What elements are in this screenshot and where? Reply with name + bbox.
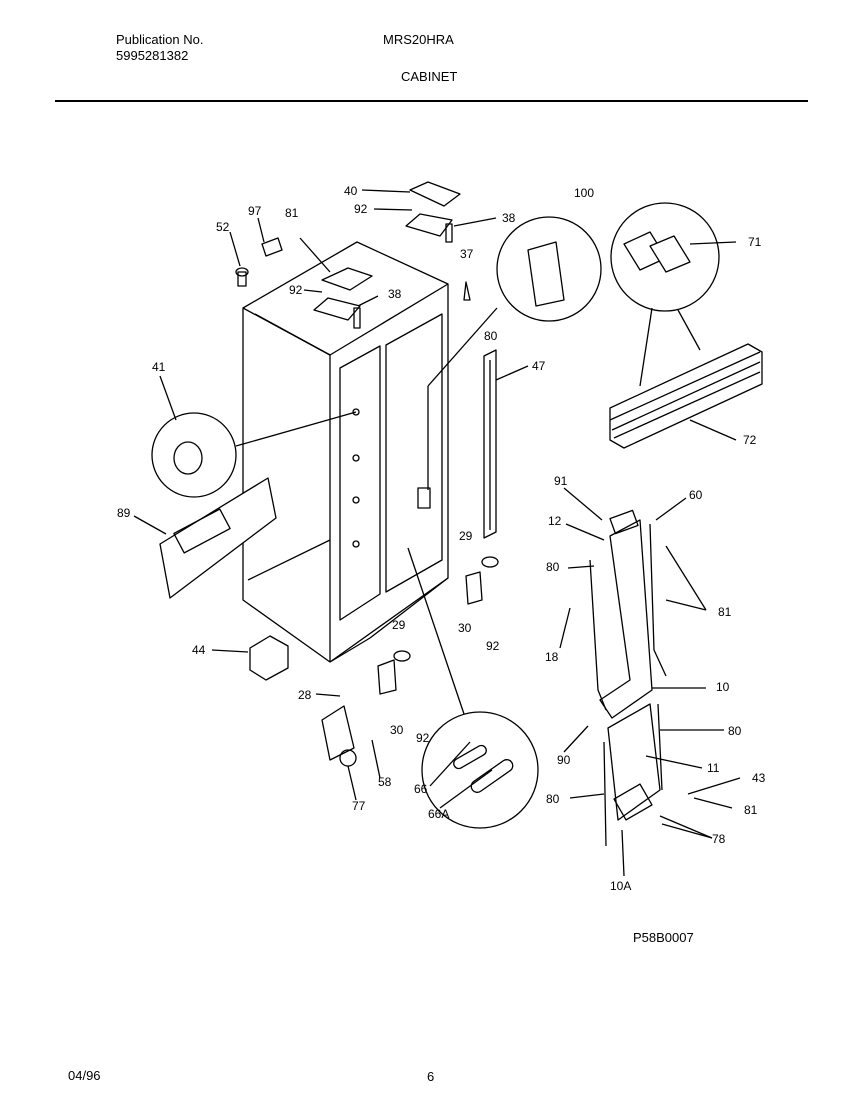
callout-47: 47 — [532, 359, 546, 373]
callout-66: 66 — [414, 782, 428, 796]
callout-60: 60 — [689, 488, 703, 502]
callout-41: 41 — [152, 360, 166, 374]
detail-circle-41 — [151, 412, 237, 498]
callout-10: 10 — [716, 680, 730, 694]
callout-18: 18 — [545, 650, 559, 664]
page-number: 6 — [427, 1069, 435, 1084]
kick-plate — [609, 343, 763, 449]
callout-97: 97 — [248, 204, 262, 218]
callout-10A: 10A — [610, 879, 631, 893]
callout-91: 91 — [554, 474, 568, 488]
callout-58: 58 — [378, 775, 392, 789]
lower-panel — [603, 703, 663, 847]
callout-37: 37 — [460, 247, 474, 261]
hinge-bracket-97 — [261, 237, 283, 257]
callout-11: 11 — [707, 761, 720, 775]
callout-66A: 66A — [428, 807, 449, 821]
callout-38: 38 — [502, 211, 516, 225]
callout-80: 80 — [728, 724, 742, 738]
callout-28: 28 — [298, 688, 312, 702]
callout-92: 92 — [486, 639, 500, 653]
callout-100: 100 — [574, 186, 594, 200]
top-hinge-left — [313, 267, 373, 329]
callout-90: 90 — [557, 753, 571, 767]
header-divider — [55, 100, 808, 102]
callout-92: 92 — [289, 283, 303, 297]
top-hinge-right — [405, 181, 461, 243]
callout-89: 89 — [117, 506, 131, 520]
callout-78: 78 — [712, 832, 726, 846]
callout-30: 30 — [390, 723, 404, 737]
hinge-screw-52 — [235, 267, 249, 287]
publication-label: Publication No. — [116, 32, 204, 47]
figure-code: P58B0007 — [633, 930, 694, 945]
callout-72: 72 — [743, 433, 757, 447]
footer-date: 04/96 — [68, 1068, 101, 1083]
callout-92: 92 — [416, 731, 430, 745]
hinge-bracket-lower-right — [465, 556, 499, 605]
center-rail — [483, 349, 497, 539]
control-panel — [159, 477, 277, 599]
roller-assembly — [321, 705, 357, 767]
callout-38: 38 — [388, 287, 402, 301]
callout-40: 40 — [344, 184, 358, 198]
callout-12: 12 — [548, 514, 562, 528]
callout-29: 29 — [459, 529, 473, 543]
callout-30: 30 — [458, 621, 472, 635]
callout-80: 80 — [484, 329, 498, 343]
cabinet-body — [242, 241, 449, 663]
callout-81: 81 — [285, 206, 299, 220]
callout-43: 43 — [752, 771, 766, 785]
section-title: CABINET — [401, 69, 458, 84]
machine-bracket — [589, 509, 667, 719]
callout-77: 77 — [352, 799, 366, 813]
callout-44: 44 — [192, 643, 206, 657]
callout-labels: 40 92 38 100 97 81 52 37 71 92 38 80 47 41 72 91 60 12 89 2… — [117, 184, 766, 893]
callout-80: 80 — [546, 560, 560, 574]
callout-80: 80 — [546, 792, 560, 806]
hinge-bracket-lower-left — [377, 650, 411, 695]
callout-81: 81 — [718, 605, 732, 619]
callout-71: 71 — [748, 235, 762, 249]
pin-37 — [463, 281, 471, 301]
callout-92: 92 — [354, 202, 368, 216]
detail-circle-66 — [421, 711, 539, 829]
model-number: MRS20HRA — [383, 32, 454, 47]
callout-29: 29 — [392, 618, 406, 632]
publication-number: 5995281382 — [116, 48, 189, 63]
callout-81: 81 — [744, 803, 758, 817]
damper-44 — [249, 635, 289, 681]
callout-52: 52 — [216, 220, 230, 234]
